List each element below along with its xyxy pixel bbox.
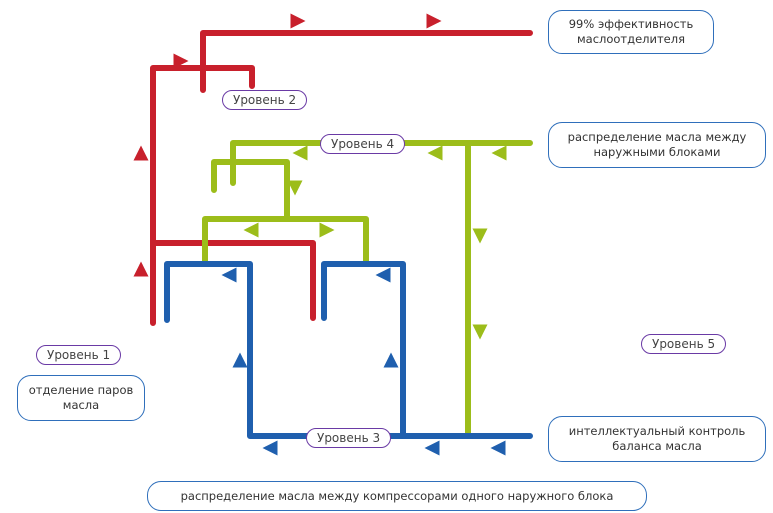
green-flow-arrows — [243, 145, 507, 340]
level-3-label: Уровень 3 — [306, 428, 392, 448]
level-1-label: Уровень 1 — [36, 345, 122, 365]
blue-flow-arrows — [221, 267, 506, 456]
smart-control-box: интеллектуальный контроль баланса масла — [548, 416, 766, 462]
level-4-label: Уровень 4 — [320, 134, 406, 154]
green-inner-loop — [211, 159, 290, 222]
red-separator-line — [200, 30, 533, 93]
red-lower-branch — [150, 240, 316, 321]
green-top-line — [230, 140, 533, 186]
distribution-outdoor-box: распределение масла между наружными блок… — [548, 122, 766, 168]
green-connector — [202, 216, 369, 265]
level-2-label: Уровень 2 — [222, 90, 308, 110]
efficiency-box: 99% эффективность маслоотделителя — [548, 10, 714, 54]
red-pipe-circuit — [150, 30, 533, 326]
blue-pipe-circuit — [164, 261, 533, 439]
separation-box: отделение паров масла — [17, 375, 145, 421]
red-flow-arrows — [133, 13, 442, 277]
level-5-label: Уровень 5 — [641, 334, 727, 354]
green-pipe-circuit — [202, 140, 533, 436]
blue-right-loop — [321, 261, 406, 439]
distribution-compressors-box: распределение масла между компрессорами … — [147, 481, 647, 511]
blue-left-loop — [164, 261, 533, 439]
